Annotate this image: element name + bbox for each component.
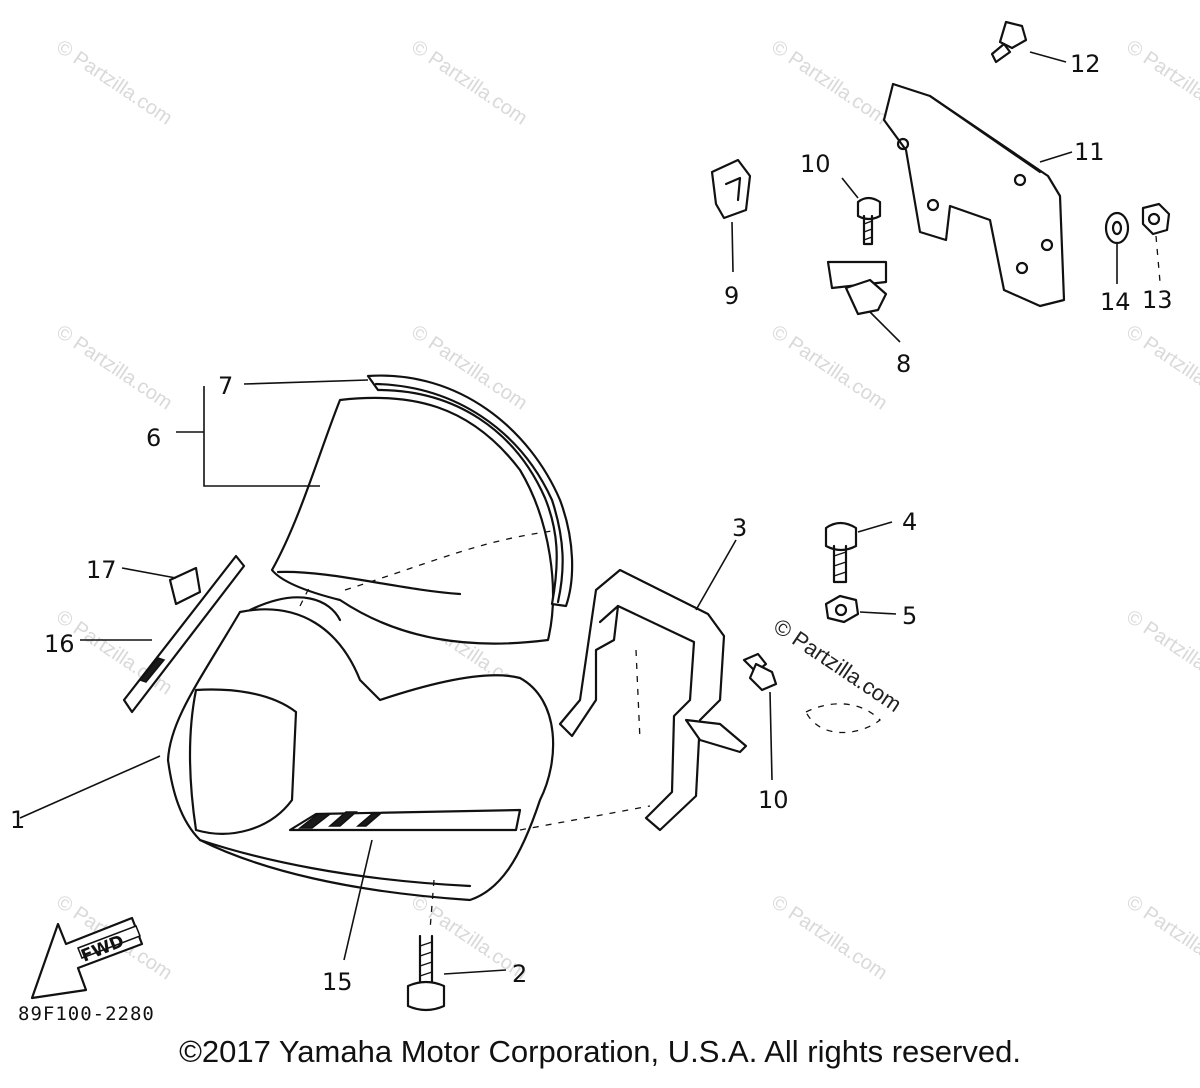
part-8-bracket [826, 260, 901, 343]
watermark: © Partzilla.com [52, 321, 176, 415]
watermark: © Partzilla.com [52, 36, 176, 130]
callout-10: 10 [800, 150, 831, 178]
callout-7: 7 [218, 372, 233, 400]
watermark: © Partzilla.com [767, 891, 891, 985]
part-14-washer [1104, 211, 1130, 284]
part-11-bracket [882, 82, 1073, 308]
part-13-nut [1141, 202, 1171, 283]
watermark-dark: © Partzilla.com [769, 613, 906, 717]
part-6-windshield [270, 396, 561, 645]
part-15-decal [288, 808, 522, 961]
watermark: © Partzilla.com [767, 321, 891, 415]
part-12-bolt [990, 20, 1067, 64]
part-16-plate [80, 554, 246, 714]
callout-6: 6 [146, 424, 161, 452]
watermark: © Partzilla.com [767, 36, 891, 130]
callout-10: 10 [758, 786, 789, 814]
callout-labels: 12 11 10 9 8 14 13 7 6 17 16 1 3 4 5 10 … [10, 50, 1173, 996]
diagram-code: 89F100-2280 [18, 1003, 155, 1025]
callout-16: 16 [44, 630, 75, 658]
leaders-6-7 [176, 379, 369, 487]
callout-3: 3 [732, 514, 747, 542]
callout-11: 11 [1074, 138, 1105, 166]
part-7-trim [366, 374, 574, 608]
callout-12: 12 [1070, 50, 1101, 78]
part-10-bolt-lower [742, 652, 778, 781]
copyright-notice: ©2017 Yamaha Motor Corporation, U.S.A. A… [179, 1034, 1021, 1069]
callout-5: 5 [902, 602, 917, 630]
fwd-arrow-icon: FWD [30, 916, 144, 1000]
callout-9: 9 [724, 282, 739, 310]
part-9-clip [710, 158, 752, 273]
callout-4: 4 [902, 508, 917, 536]
watermark: © Partzilla.com [1122, 891, 1200, 985]
part-17-label [121, 566, 202, 606]
callout-17: 17 [86, 556, 117, 584]
watermark: © Partzilla.com [1122, 606, 1200, 700]
part-10-bolt-upper [841, 177, 882, 246]
watermark: © Partzilla.com [407, 36, 531, 130]
callout-8: 8 [896, 350, 911, 378]
part-5-nut [824, 594, 897, 624]
callout-15: 15 [322, 968, 353, 996]
callout-1: 1 [10, 806, 25, 834]
guide-line [519, 805, 651, 831]
dashed-part-ghost [805, 703, 881, 734]
part-2-bolt [406, 879, 507, 1012]
callout-2: 2 [512, 960, 527, 988]
callout-13: 13 [1142, 286, 1173, 314]
part-4-bolt [824, 521, 893, 584]
watermark: © Partzilla.com [1122, 36, 1200, 130]
watermark: © Partzilla.com [1122, 321, 1200, 415]
callout-14: 14 [1100, 288, 1131, 316]
part-3-frame [558, 539, 748, 832]
